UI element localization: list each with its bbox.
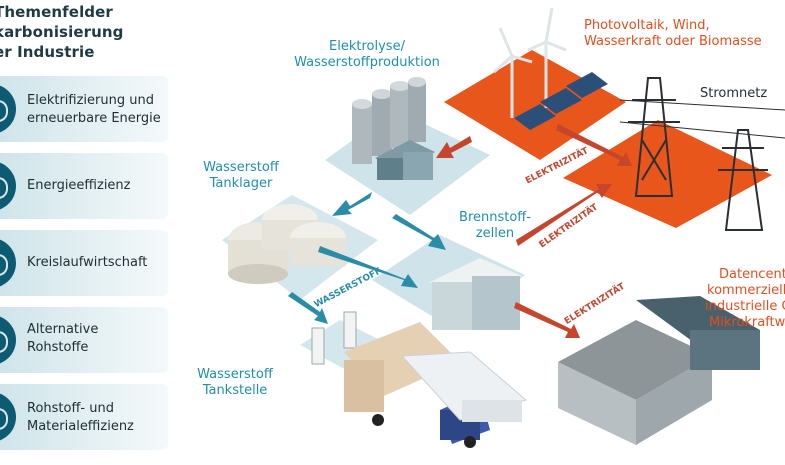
erneuerbare-label: Photovoltaik, Wind, Wasserkraft oder Bio…: [584, 18, 762, 49]
category-energieeffizienz: Energieeffizienz: [0, 153, 168, 219]
solar-panels: [514, 72, 608, 130]
sidebar-title-line: karbonisierung: [0, 23, 124, 41]
elektrolyse-label: Elektrolyse/ Wasserstoffproduktion: [294, 39, 440, 70]
datacenter-building: [558, 296, 760, 445]
electrolysis-silos: [352, 77, 435, 180]
tankstelle-label: Wasserstoff Tankstelle: [197, 367, 273, 398]
datacenter-label: Datencent kommerzielle industrielle Geb …: [705, 267, 785, 330]
hydrogen-tanks: [228, 204, 346, 284]
category-icon: [0, 84, 16, 134]
category-label: Alternative Rohstoffe: [27, 322, 99, 355]
category-elektrifizierung: Elektrifizierung und erneuerbare Energie: [0, 76, 168, 142]
category-materialeffizienz: Rohstoff- und Materialeffizienz: [0, 384, 168, 450]
category-icon: [0, 315, 16, 365]
sidebar-title: Themenfelder karbonisierung er Industrie: [0, 2, 164, 62]
category-kreislaufwirtschaft: Kreislaufwirtschaft: [0, 230, 168, 296]
elektrizitaet-label-3: ELEKTRIZITÄT: [562, 280, 627, 326]
fuel-pumps: [311, 311, 357, 365]
energy-flow-illustration: ELEKTRIZITÄT ELEKTRIZITÄT ELEKTRIZITÄT W…: [222, 7, 785, 448]
power-pylons: [619, 77, 785, 231]
themenfelder-sidebar: Themenfelder karbonisierung er Industrie…: [0, 0, 168, 465]
electricity-arrows: [436, 124, 632, 338]
tanklager-label: Wasserstoff Tanklager: [203, 160, 279, 191]
category-label: Rohstoff- und Materialeffizienz: [27, 401, 134, 434]
category-label: Energieeffizienz: [27, 178, 131, 193]
brennstoffzellen-label: Brennstoff- zellen: [459, 210, 531, 241]
category-alternative-rohstoffe: Alternative Rohstoffe: [0, 307, 168, 373]
wind-turbines: [493, 7, 567, 118]
category-label: Elektrifizierung und erneuerbare Energie: [27, 93, 161, 126]
category-icon: [0, 238, 16, 288]
category-label: Kreislaufwirtschaft: [27, 255, 148, 270]
hydrogen-arrows: [288, 192, 446, 324]
category-icon: [0, 392, 16, 442]
sidebar-title-line: Themenfelder: [0, 3, 113, 21]
renewables-platform: [444, 50, 626, 160]
sidebar-title-line: er Industrie: [0, 43, 95, 61]
stromnetz-label: Stromnetz: [700, 86, 768, 101]
category-icon: [0, 161, 16, 211]
power-grid-platform: [563, 120, 772, 228]
hydrogen-bus: [400, 351, 528, 422]
fuel-cell-unit: [430, 258, 522, 330]
